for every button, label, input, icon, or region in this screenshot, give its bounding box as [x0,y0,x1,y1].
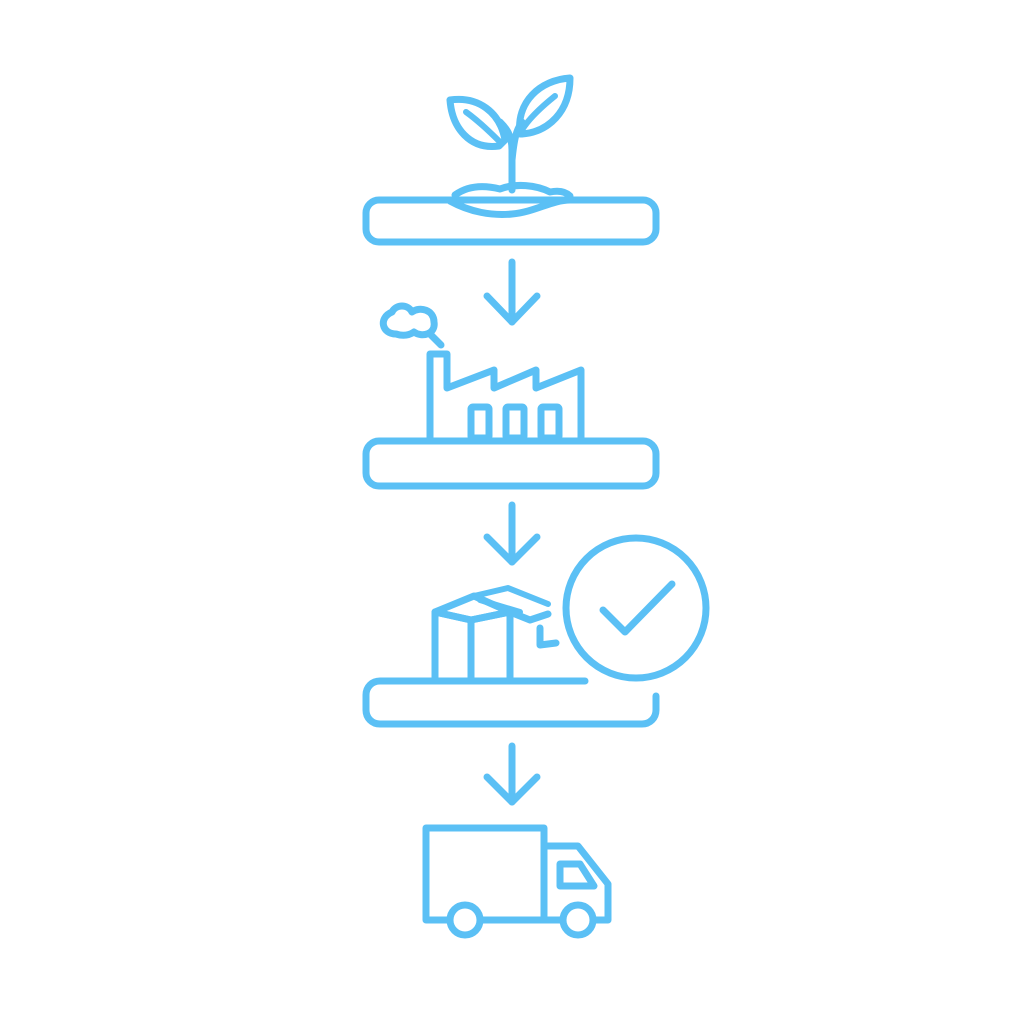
step-sprout [362,74,660,246]
step-package-check [362,534,710,728]
step-factory [362,302,660,490]
soil-platform [362,196,660,246]
check-circle-icon [562,534,710,682]
factory-platform [362,437,660,490]
arrow-down-icon [483,501,541,566]
delivery-truck-icon [422,824,612,939]
arrow-down-icon [483,742,541,806]
step-delivery-truck [422,824,612,939]
factory-icon [379,302,585,444]
package-platform [362,677,660,728]
sprout-icon [446,74,574,200]
package-icon [431,585,560,682]
arrow-down-icon [483,258,541,326]
